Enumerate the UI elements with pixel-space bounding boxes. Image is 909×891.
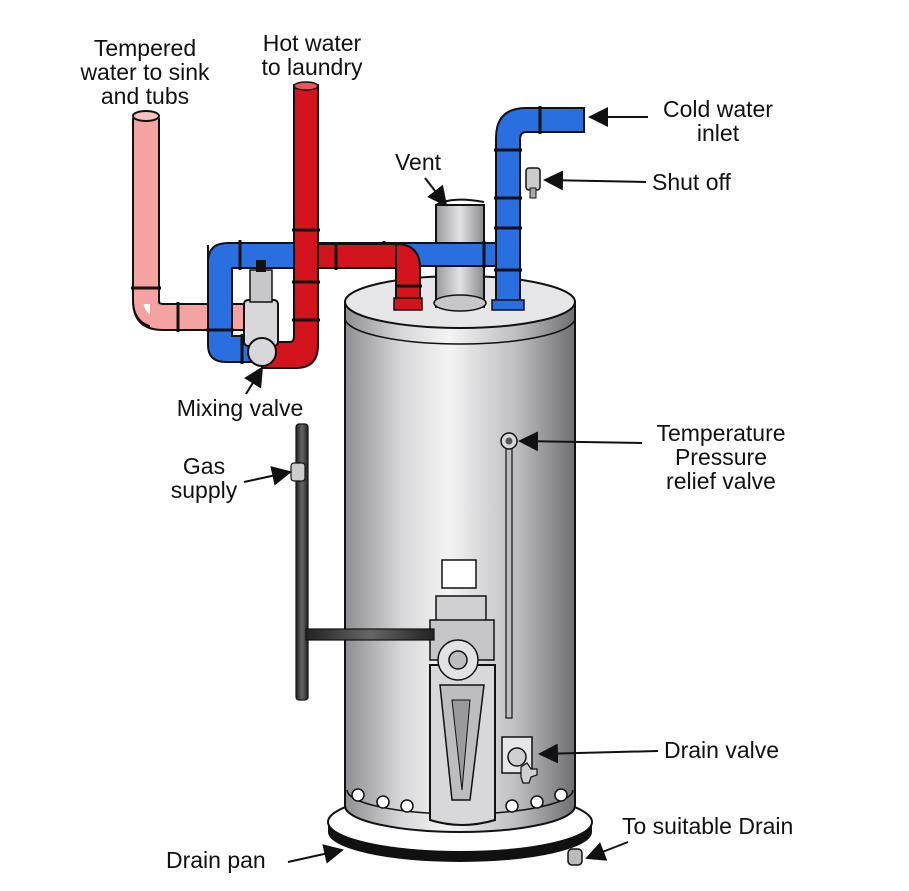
label-drain-valve: Drain valve bbox=[538, 737, 779, 764]
label-cold-line2: inlet bbox=[697, 120, 740, 146]
label-mixing-text: Mixing valve bbox=[177, 395, 304, 421]
label-vent: Vent bbox=[395, 149, 448, 207]
label-mixing-valve: Mixing valve bbox=[177, 366, 304, 421]
gas-supply-pipe bbox=[290, 423, 435, 701]
label-cold-line1: Cold water bbox=[663, 96, 773, 122]
label-drain-pan-text: Drain pan bbox=[166, 847, 266, 873]
mixing-valve bbox=[243, 260, 279, 367]
tempered-water-pipe bbox=[131, 110, 245, 332]
label-to-drain: To suitable Drain bbox=[585, 813, 793, 861]
label-shutoff-text: Shut off bbox=[652, 169, 731, 195]
label-drain-valve-text: Drain valve bbox=[664, 737, 779, 763]
label-tp-line2: Pressure bbox=[675, 444, 767, 470]
label-to-drain-text: To suitable Drain bbox=[622, 813, 793, 839]
label-tempered-line1: Tempered bbox=[94, 35, 196, 61]
burner-access-panel bbox=[429, 664, 496, 826]
hot-water-pipes bbox=[261, 81, 423, 369]
label-drain-pan: Drain pan bbox=[166, 844, 344, 873]
shutoff-valve-handle bbox=[525, 167, 541, 191]
drain-spout bbox=[567, 848, 583, 866]
gas-control-valve bbox=[429, 559, 495, 681]
label-hot-line2: to laundry bbox=[261, 54, 363, 80]
label-tempered-water: Tempered water to sink and tubs bbox=[79, 35, 210, 109]
drain-valve bbox=[501, 736, 538, 784]
label-gas-supply: Gas supply bbox=[171, 453, 292, 503]
label-cold-water: Cold water inlet bbox=[588, 96, 773, 146]
label-tempered-line2: water to sink bbox=[79, 59, 210, 85]
label-tp-relief: Temperature Pressure relief valve bbox=[518, 420, 786, 494]
label-vent-text: Vent bbox=[395, 149, 442, 175]
label-shutoff: Shut off bbox=[543, 169, 731, 195]
label-tp-line1: Temperature bbox=[656, 420, 785, 446]
label-gas-line2: supply bbox=[171, 477, 238, 503]
tp-relief-valve bbox=[500, 432, 518, 719]
label-hot-line1: Hot water bbox=[263, 30, 362, 56]
combustion-air-holes bbox=[351, 788, 568, 813]
label-tempered-line3: and tubs bbox=[101, 83, 189, 109]
label-tp-line3: relief valve bbox=[666, 468, 776, 494]
label-hot-water: Hot water to laundry bbox=[261, 30, 363, 80]
label-gas-line1: Gas bbox=[183, 453, 225, 479]
